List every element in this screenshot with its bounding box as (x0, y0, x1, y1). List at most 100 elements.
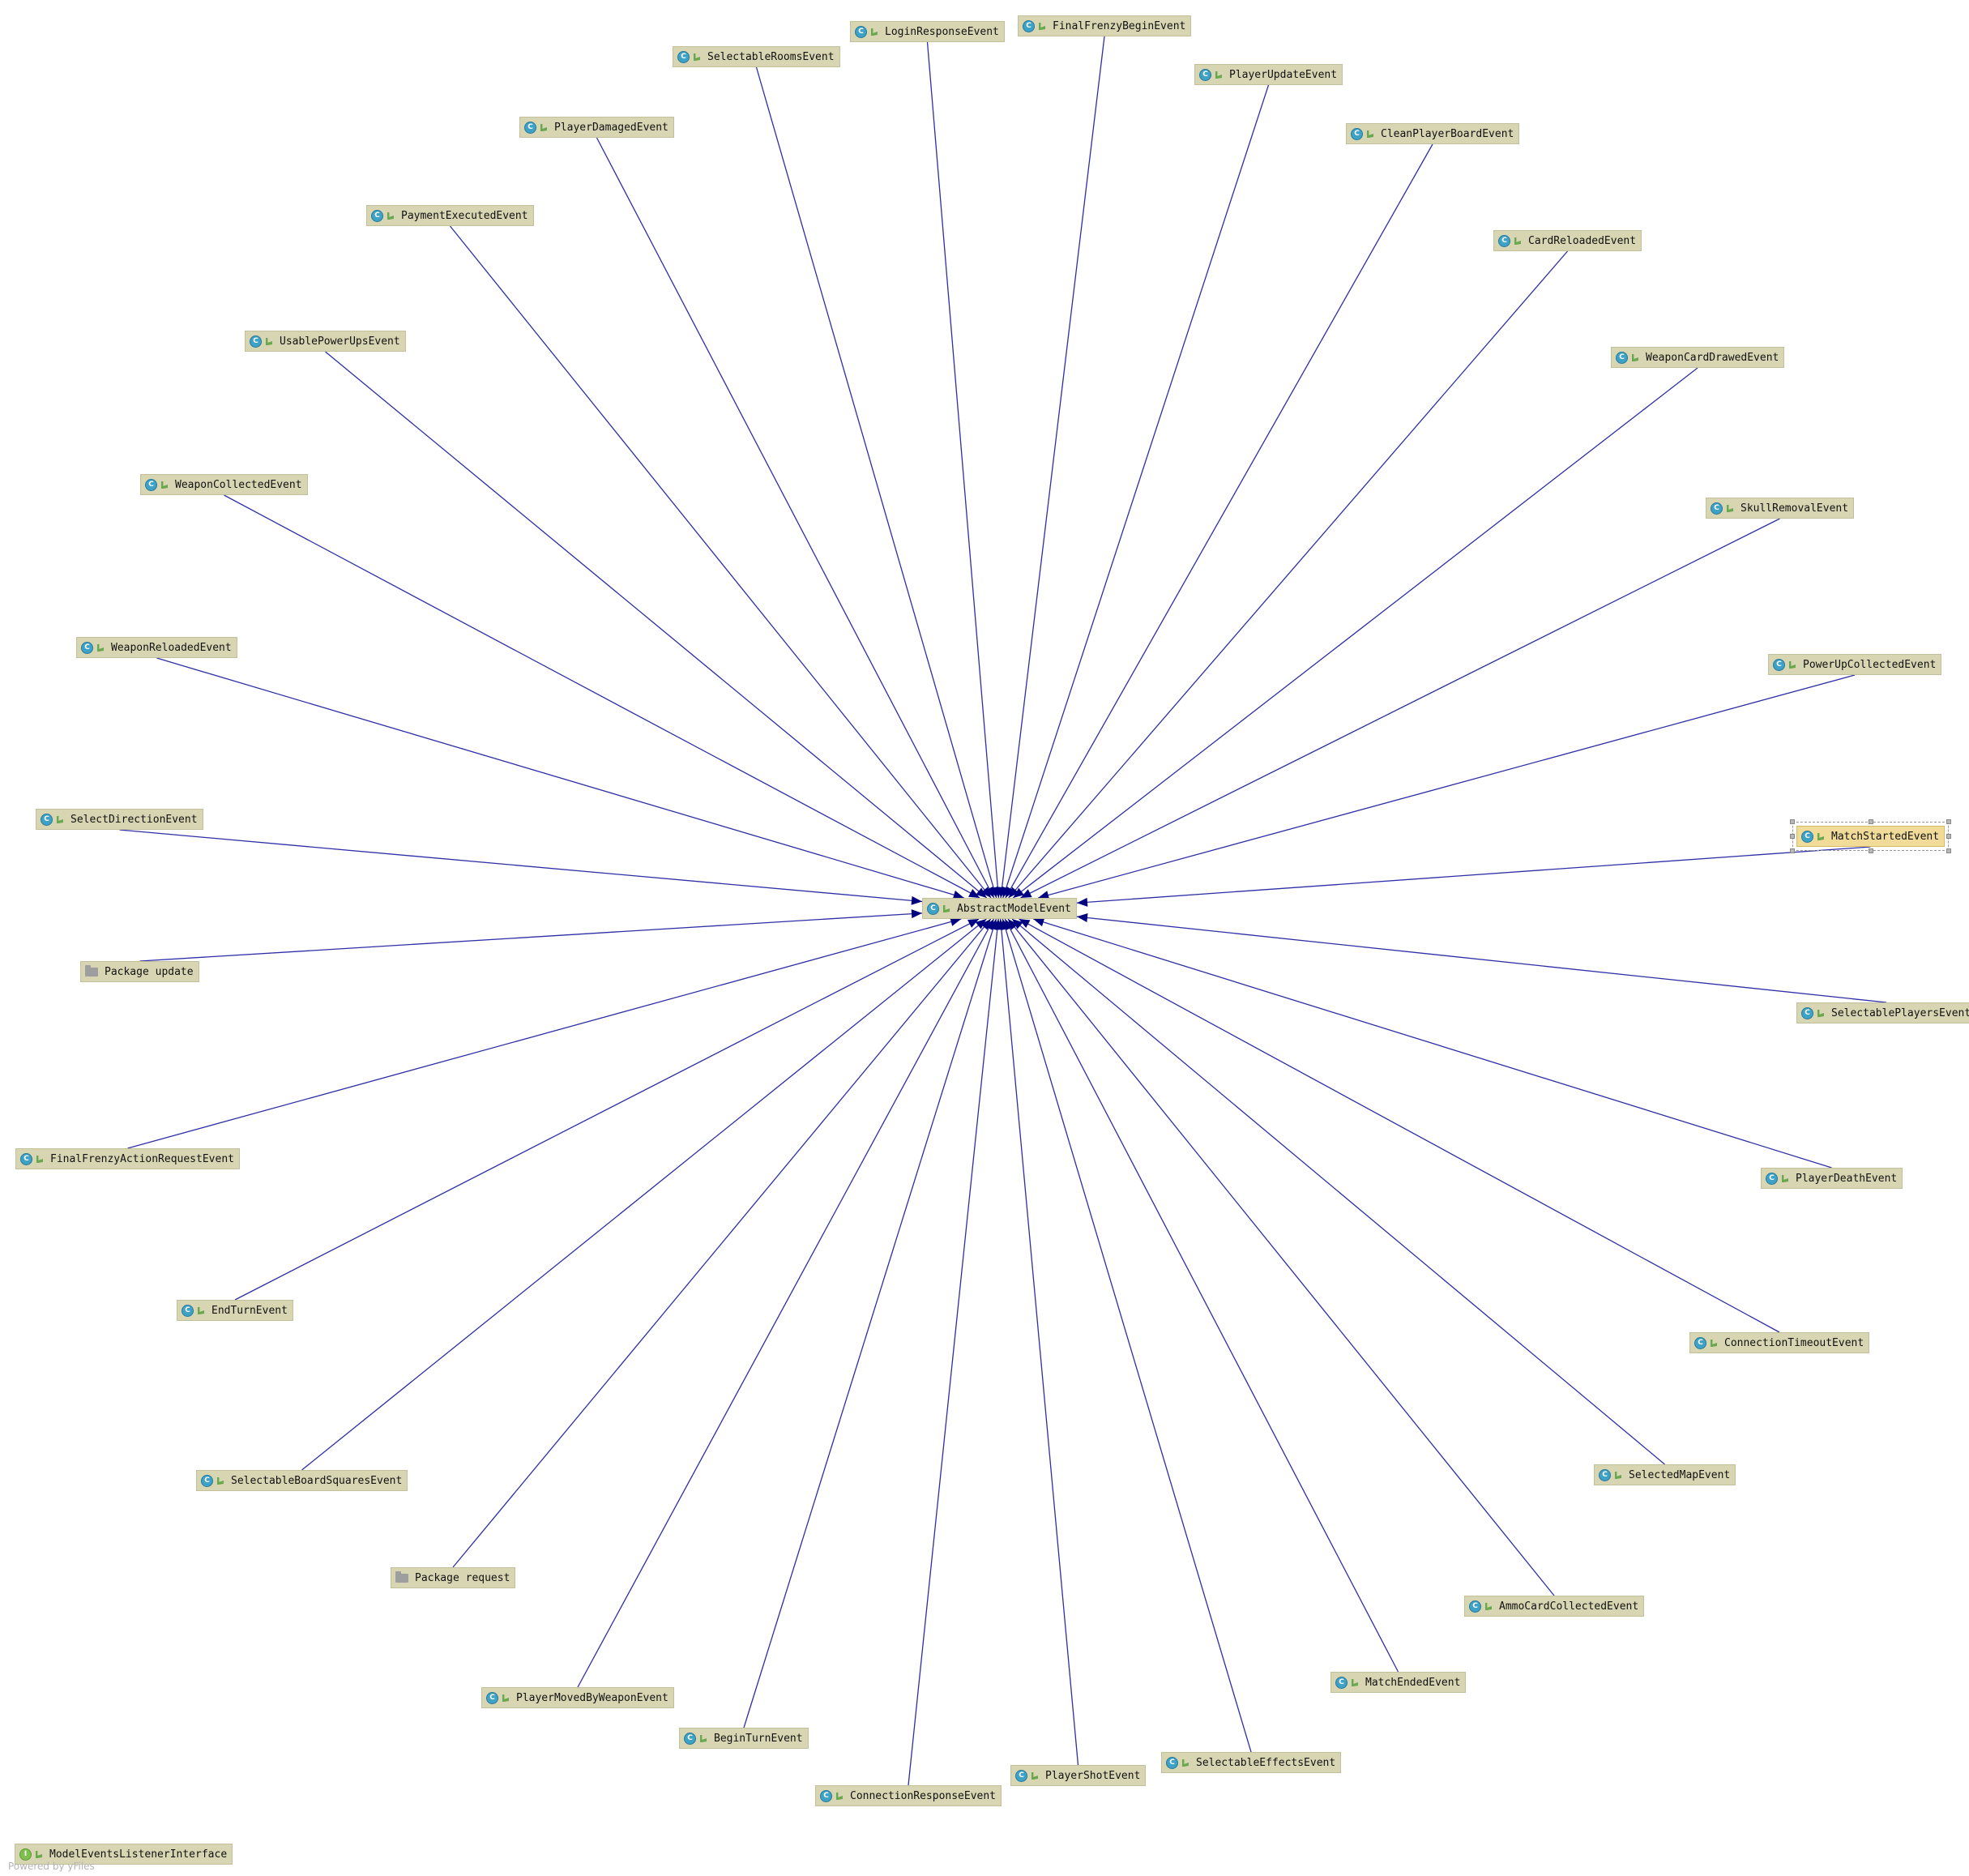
selection-handle[interactable] (1868, 819, 1873, 824)
inheritance-edge[interactable] (1011, 918, 1665, 1465)
public-visibility-icon (1485, 1602, 1492, 1610)
public-visibility-icon (1727, 504, 1733, 512)
public-visibility-icon (540, 123, 547, 131)
inheritance-edge[interactable] (119, 829, 923, 903)
inheritance-edge[interactable] (743, 918, 997, 1729)
inheritance-edge[interactable] (1004, 918, 1399, 1673)
node-label: SelectableBoardSquaresEvent (231, 1474, 403, 1487)
node-label: ConnectionTimeoutEvent (1724, 1336, 1864, 1349)
arrowhead (1013, 887, 1024, 898)
inheritance-edge[interactable] (449, 225, 992, 899)
selection-handle[interactable] (1790, 819, 1795, 824)
inheritance-edge[interactable] (1007, 918, 1555, 1596)
inheritance-edge[interactable] (1019, 918, 1780, 1333)
selection-handle[interactable] (1946, 834, 1952, 839)
inheritance-edge[interactable] (1002, 918, 1252, 1753)
selection-handle[interactable] (1946, 848, 1952, 853)
class-icon: C (1023, 19, 1035, 32)
inheritance-edge[interactable] (234, 918, 980, 1301)
inheritance-edge[interactable] (156, 657, 964, 899)
class-icon: C (1801, 830, 1813, 843)
inheritance-edge[interactable] (1008, 250, 1568, 899)
inheritance-edge[interactable] (1020, 518, 1780, 899)
node-label: PlayerMovedByWeaponEvent (516, 1691, 668, 1704)
inheritance-edge[interactable] (1076, 846, 1871, 904)
selection-handle[interactable] (1946, 819, 1952, 824)
public-visibility-icon (871, 28, 878, 36)
class-icon: C (81, 641, 93, 654)
inheritance-edge[interactable] (1000, 36, 1105, 899)
node-label: BeginTurnEvent (714, 1732, 803, 1745)
inheritance-edge[interactable] (755, 66, 997, 899)
arrowhead (1038, 891, 1050, 900)
class-icon: C (1166, 1756, 1178, 1769)
arrowhead (967, 919, 980, 928)
inheritance-edge[interactable] (1037, 674, 1856, 899)
inheritance-edge[interactable] (1005, 143, 1433, 899)
watermark: Powered by yFiles (8, 1861, 95, 1872)
selection-handle[interactable] (1790, 848, 1795, 853)
class-icon: C (250, 335, 262, 348)
inheritance-edge[interactable] (926, 41, 1000, 899)
inheritance-edge[interactable] (596, 137, 995, 899)
class-icon: C (820, 1789, 832, 1802)
node-package-update[interactable]: Package update (80, 961, 199, 982)
inheritance-edge[interactable] (301, 918, 987, 1471)
inheritance-edge[interactable] (1012, 367, 1698, 899)
inheritance-edge[interactable] (1000, 918, 1079, 1766)
inheritance-edge[interactable] (452, 918, 992, 1568)
inheritance-edge[interactable] (325, 351, 988, 899)
inheritance-edge[interactable] (139, 912, 923, 962)
node-label: Package request (415, 1571, 510, 1584)
inheritance-edge[interactable] (577, 918, 995, 1688)
inheritance-edge[interactable] (224, 494, 980, 899)
selection-handle[interactable] (1790, 834, 1795, 839)
inheritance-edge[interactable] (908, 918, 999, 1786)
inheritance-edge[interactable] (1076, 916, 1887, 1003)
class-icon: C (1801, 1006, 1813, 1019)
node-package-request[interactable]: Package request (391, 1567, 516, 1588)
public-visibility-icon (1182, 1758, 1189, 1767)
class-icon: C (371, 209, 383, 222)
inheritance-edge[interactable] (127, 918, 962, 1149)
inheritance-edge[interactable] (1002, 84, 1270, 899)
selection-handle[interactable] (1868, 848, 1873, 853)
public-visibility-icon (502, 1694, 509, 1702)
inheritance-edge[interactable] (1033, 918, 1832, 1169)
